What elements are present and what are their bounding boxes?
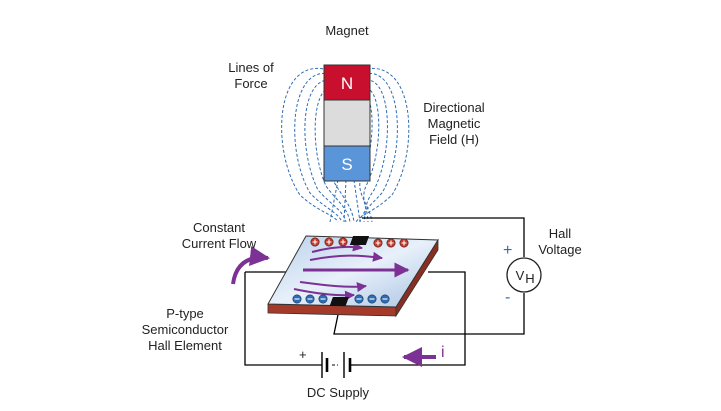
p-type-line2: Semiconductor <box>142 322 229 337</box>
magnet-label: Magnet <box>325 23 369 38</box>
directional-field-line2: Magnetic <box>428 116 481 131</box>
dc-supply-label: DC Supply <box>307 385 370 400</box>
lines-of-force-line1: Lines of <box>228 60 274 75</box>
constant-current-line2: Current Flow <box>182 236 257 251</box>
bottom-contact-pad <box>329 297 349 306</box>
voltmeter-symbol: V <box>516 268 525 283</box>
north-pole-label: N <box>341 74 353 93</box>
hall-voltmeter: V H <box>506 257 542 293</box>
lines-of-force-line2: Force <box>234 76 267 91</box>
directional-field-line3: Field (H) <box>429 132 479 147</box>
hall-plus-terminal: + <box>503 242 512 259</box>
positive-signs <box>312 239 407 246</box>
current-input-arrow <box>231 246 270 285</box>
magnet-north-pole <box>323 64 371 101</box>
hall-element-plate <box>267 235 439 318</box>
current-flow-arrows <box>293 241 410 301</box>
p-type-line1: P-type <box>166 306 204 321</box>
magnet: N S <box>323 64 371 182</box>
battery-plus-sign: + <box>299 347 307 362</box>
negative-charges <box>292 294 390 304</box>
constant-current-line1: Constant <box>193 220 245 235</box>
south-pole-label: S <box>341 155 352 174</box>
p-type-line3: Hall Element <box>148 338 222 353</box>
hall-voltage-line2: Voltage <box>538 242 581 257</box>
directional-field-line1: Directional <box>423 100 485 115</box>
magnet-body <box>323 99 371 147</box>
hall-voltage-line1: Hall <box>549 226 572 241</box>
voltmeter-subscript: H <box>525 271 534 286</box>
hall-minus-terminal: - <box>505 289 510 306</box>
magnetic-field-lines <box>281 67 410 223</box>
dc-battery <box>321 352 356 378</box>
current-symbol: i <box>441 344 445 361</box>
magnet-south-pole <box>323 145 371 182</box>
top-contact-pad <box>349 236 370 245</box>
